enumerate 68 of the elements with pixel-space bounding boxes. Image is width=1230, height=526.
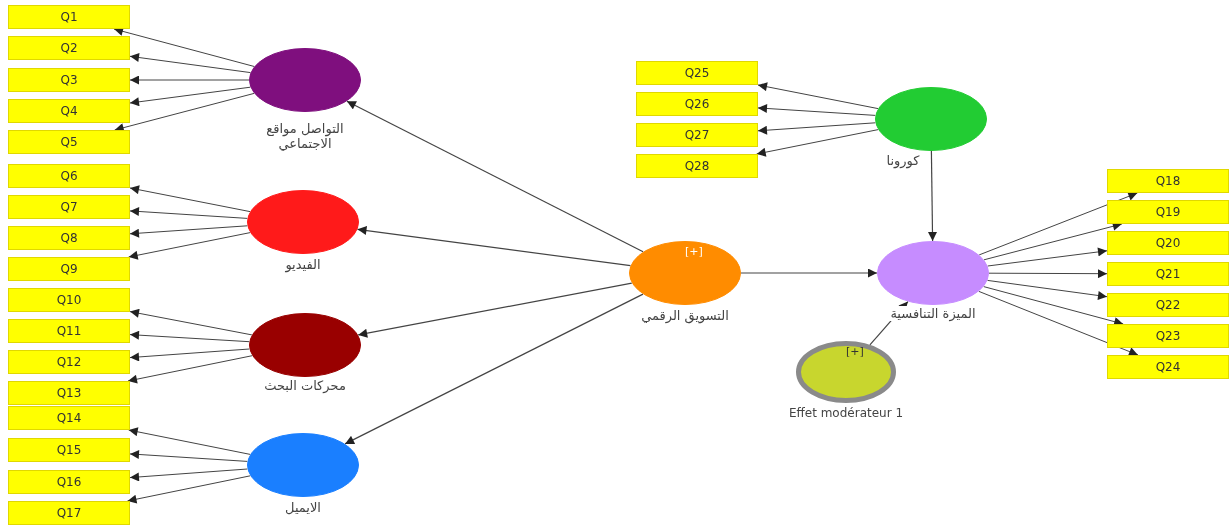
arrow xyxy=(357,282,633,338)
arrow xyxy=(129,450,248,462)
arrow xyxy=(757,82,879,110)
indicator-box: Q1 xyxy=(8,5,130,29)
indicator-box: Q17 xyxy=(8,501,130,525)
indicator-box: Q5 xyxy=(8,130,130,154)
arrow xyxy=(978,290,1139,356)
indicator-box: Q3 xyxy=(8,68,130,92)
indicator-box: Q10 xyxy=(8,288,130,312)
indicator-box: Q15 xyxy=(8,438,130,462)
arrow xyxy=(128,427,251,455)
arrow xyxy=(129,225,248,238)
arrow xyxy=(988,269,1108,279)
arrow xyxy=(757,122,876,135)
variable-label: محركات البحث xyxy=(262,378,348,393)
arrow xyxy=(129,53,251,74)
indicator-box: Q21 xyxy=(1107,262,1229,286)
arrow xyxy=(983,286,1124,326)
indicator-box: Q26 xyxy=(636,92,758,116)
variable-label: الميزة التنافسية xyxy=(888,306,978,321)
arrow xyxy=(978,192,1138,256)
indicator-box: Q25 xyxy=(636,61,758,85)
indicator-box: Q9 xyxy=(8,257,130,281)
arrow xyxy=(129,86,251,107)
arrow xyxy=(129,185,251,213)
indicator-box: Q23 xyxy=(1107,324,1229,348)
arrow xyxy=(344,293,644,445)
arrow xyxy=(356,226,632,267)
arrow xyxy=(987,247,1108,267)
arrow xyxy=(129,468,248,482)
plus-sign: [+] xyxy=(846,346,864,358)
arrow xyxy=(129,330,250,343)
indicator-box: Q20 xyxy=(1107,231,1229,255)
indicator-box: Q11 xyxy=(8,319,130,343)
indicator-box: Q7 xyxy=(8,195,130,219)
indicator-box: Q6 xyxy=(8,164,130,188)
variable-label: كورونا xyxy=(884,153,922,168)
variable-label: التسويق الرقمي xyxy=(639,308,731,323)
variable-label: الفيديو xyxy=(283,257,323,272)
variable-label: الايميل xyxy=(283,500,323,515)
indicator-box: Q24 xyxy=(1107,355,1229,379)
arrow xyxy=(127,355,253,384)
indicator-box: Q4 xyxy=(8,99,130,123)
indicator-box: Q14 xyxy=(8,406,130,430)
indicator-box: Q22 xyxy=(1107,293,1229,317)
indicator-box: Q18 xyxy=(1107,169,1229,193)
arrow xyxy=(346,100,644,253)
arrow xyxy=(129,308,253,336)
arrow xyxy=(987,279,1108,300)
arrow xyxy=(129,75,250,85)
indicator-box: Q13 xyxy=(8,381,130,405)
arrow xyxy=(129,348,250,362)
indicator-box: Q12 xyxy=(8,350,130,374)
arrow xyxy=(928,150,937,242)
indicator-box: Q19 xyxy=(1107,200,1229,224)
indicator-box: Q8 xyxy=(8,226,130,250)
indicator-box: Q2 xyxy=(8,36,130,60)
arrow xyxy=(113,27,255,67)
arrow xyxy=(129,207,248,219)
arrow xyxy=(757,104,876,116)
arrow xyxy=(128,232,251,260)
indicator-box: Q27 xyxy=(636,123,758,147)
plus-sign: [+] xyxy=(685,246,703,258)
arrow xyxy=(740,268,878,278)
indicator-box: Q16 xyxy=(8,470,130,494)
arrow xyxy=(127,475,251,504)
indicator-box: Q28 xyxy=(636,154,758,178)
arrow xyxy=(756,129,879,157)
